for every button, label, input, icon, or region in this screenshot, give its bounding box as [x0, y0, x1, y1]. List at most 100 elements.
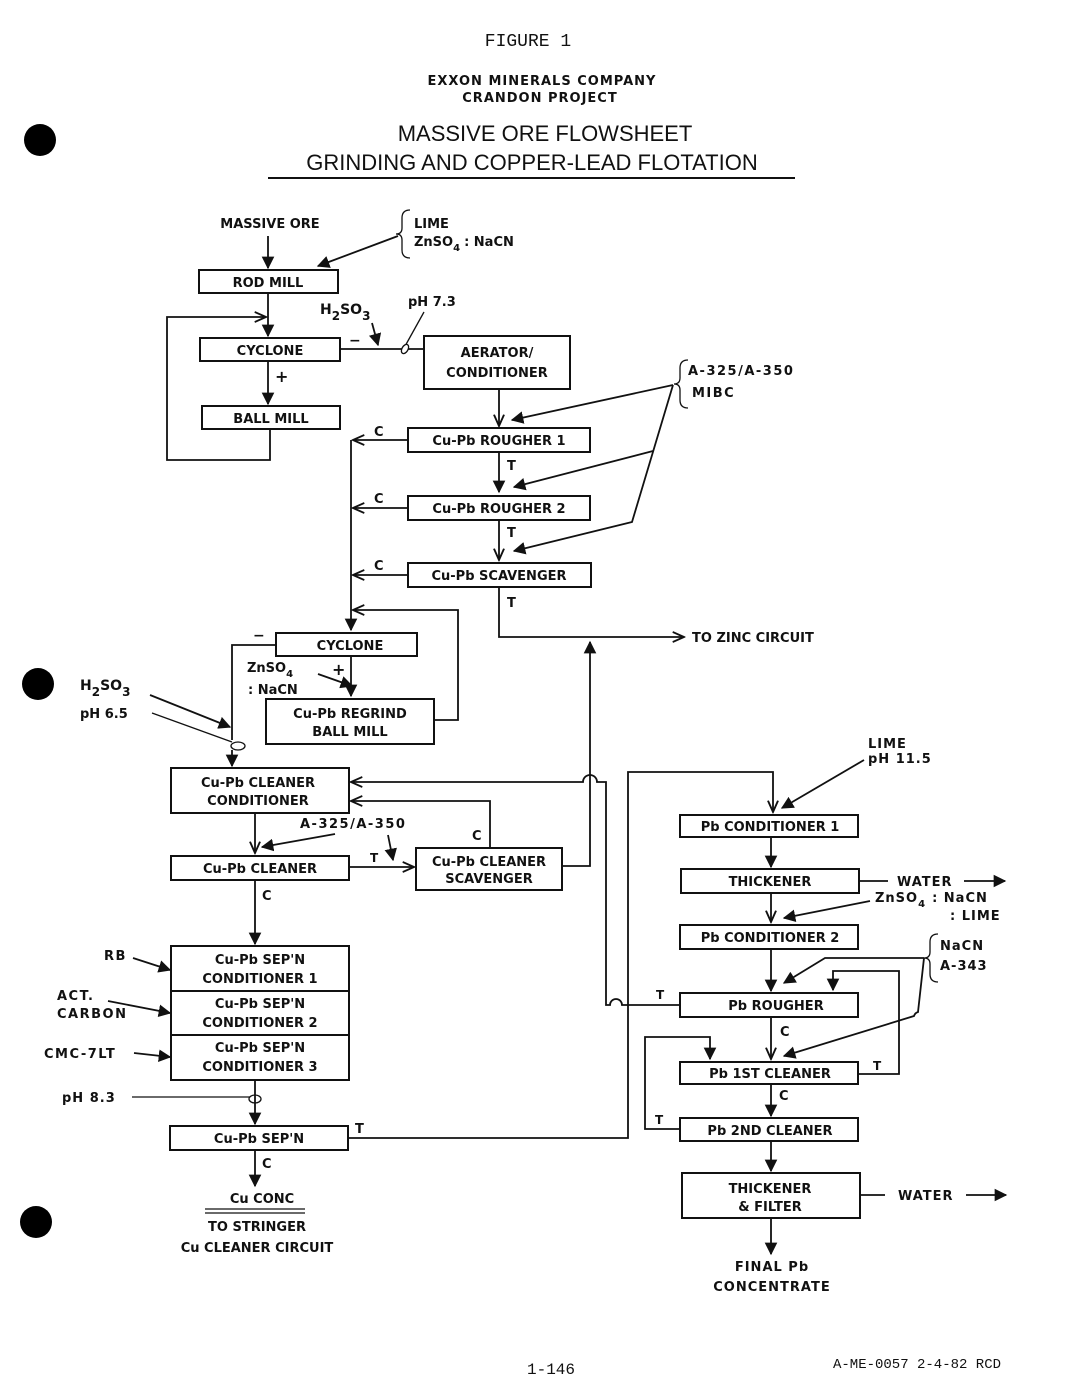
sep-conditioner-1-label-2: CONDITIONER 1	[202, 972, 317, 987]
lime-arrow-pb	[780, 759, 865, 809]
cyclone-1-label: CYCLONE	[237, 344, 304, 359]
regrind-box	[265, 698, 435, 745]
water-label-2: WATER	[898, 1189, 954, 1204]
cleaner-conc-label: C	[262, 889, 272, 904]
scavenger-tail-to-zinc	[498, 587, 684, 637]
cyclone-2-label: CYCLONE	[317, 639, 384, 654]
pb-conditioner-2-box	[679, 924, 859, 950]
reagent-arrow-rougher2	[512, 450, 654, 491]
pb-1st-cleaner-box	[679, 1061, 859, 1085]
water-label-1: WATER	[897, 875, 953, 890]
sep-box	[169, 1125, 349, 1151]
cyclone-2-underflow-sign: +	[332, 660, 345, 679]
pb-2nd-cleaner-tail-recycle	[644, 1036, 717, 1130]
ball-mill-box	[201, 405, 341, 430]
ph-6-5: pH 6.5	[80, 707, 128, 722]
reagent-carbon: CARBON	[57, 1007, 127, 1022]
scavenger-tail-label: T	[507, 596, 516, 611]
cyclone-2-overflow-sign: −	[253, 628, 265, 644]
binder-hole-top	[24, 124, 56, 156]
pb-rougher-tail-label: T	[656, 988, 665, 1002]
reagent-h2so3: H2SO3	[320, 302, 370, 323]
cleaner-conditioner-box	[170, 767, 350, 814]
reagent-cmc: CMC-7LT	[44, 1047, 116, 1062]
sep-conditioner-2-label-1: Cu-Pb SEP'N	[215, 997, 305, 1012]
reagent-act: ACT.	[57, 989, 94, 1004]
to-zinc-circuit: TO ZINC CIRCUIT	[692, 631, 814, 646]
reagent-arrow-rod-mill	[316, 235, 399, 268]
ph-7-3-leader	[403, 311, 425, 349]
sep-conditioner-1-label-1: Cu-Pb SEP'N	[215, 953, 305, 968]
reagent-nacn-4: NaCN	[940, 939, 984, 954]
cleaner-conditioner-label-1: Cu-Pb CLEANER	[201, 776, 315, 791]
ph-6-5-leader	[151, 712, 233, 743]
scavenger-conc-label: C	[374, 559, 384, 574]
reagent-arrow-pb-cleaner	[782, 957, 925, 1059]
reagent-a343: A-343	[940, 959, 988, 974]
page-number: 1-146	[527, 1361, 575, 1379]
pb-rougher-label: Pb ROUGHER	[728, 999, 823, 1014]
scavenger-label: Cu-Pb SCAVENGER	[431, 569, 566, 584]
reagent-mibc: MIBC	[692, 386, 735, 401]
diagram-subtitle: GRINDING AND COPPER-LEAD FLOTATION	[306, 150, 757, 175]
cleaner-scavenger-box	[415, 847, 563, 891]
pb-rougher-box	[679, 992, 859, 1018]
aerator-label-2: CONDITIONER	[446, 366, 548, 381]
project-name: CRANDON PROJECT	[462, 91, 617, 106]
rb-arrow	[132, 957, 172, 973]
reagent-lime-3: : LIME	[950, 909, 1001, 924]
reagent-rb: RB	[104, 949, 127, 964]
ph-probe-2	[230, 741, 246, 751]
thickener-filter-label-1: THICKENER	[729, 1182, 812, 1197]
reagent-a325-2: A-325/A-350	[300, 817, 406, 832]
reagent-a325-1: A-325/A-350	[688, 364, 794, 379]
ph-7-3: pH 7.3	[408, 295, 456, 310]
ph-probe-1	[400, 343, 410, 355]
reagent-h2so3-2: H2SO3	[80, 678, 130, 699]
scavenger-box	[407, 562, 592, 588]
cleaner-conditioner-label-2: CONDITIONER	[207, 794, 309, 809]
sep-conditioner-3-label-2: CONDITIONER 3	[202, 1060, 317, 1075]
company-name: EXXON MINERALS COMPANY	[428, 74, 657, 89]
binder-hole-bottom	[20, 1206, 52, 1238]
reagent-arrow-cleaner	[260, 833, 336, 852]
reagent-arrow-scavenger	[512, 384, 674, 555]
sep-conditioner-2-box	[170, 990, 350, 1036]
reagent-bracket-3	[923, 933, 939, 983]
pb-rougher-tail-recycle	[351, 774, 680, 1006]
cleaner-label: Cu-Pb CLEANER	[203, 862, 317, 877]
reagent-arrow-regrind	[317, 673, 354, 689]
pb-1st-cleaner-label: Pb 1ST CLEANER	[709, 1067, 831, 1082]
ph-11-5: pH 11.5	[868, 752, 932, 767]
figure-label: FIGURE 1	[485, 32, 571, 52]
cmc-arrow	[133, 1049, 172, 1063]
stringer-label-2: Cu CLEANER CIRCUIT	[181, 1241, 334, 1256]
thickener-filter-label-2: & FILTER	[738, 1200, 801, 1215]
cleaner-scavenger-label-2: SCAVENGER	[445, 872, 532, 887]
pb-1st-cleaner-tail-recycle	[826, 970, 900, 1075]
ball-mill-label: BALL MILL	[233, 412, 308, 427]
rougher-1-conc-label: C	[374, 425, 384, 440]
pb-rougher-conc-label: C	[780, 1025, 790, 1040]
pb-conditioner-2-label: Pb CONDITIONER 2	[701, 931, 840, 946]
cleaner-scav-conc-recycle	[351, 801, 491, 848]
thickener-label: THICKENER	[729, 875, 812, 890]
final-pb-label-1: FINAL Pb	[735, 1260, 809, 1275]
pb-conditioner-1-box	[679, 814, 859, 838]
cleaner-tail-label: T	[370, 851, 379, 865]
rougher-2-label: Cu-Pb ROUGHER 2	[432, 502, 565, 517]
reagent-arrow-pb-rougher	[782, 957, 924, 984]
cyclone-1-overflow-sign: −	[349, 333, 361, 349]
rougher-2-conc-label: C	[374, 492, 384, 507]
reagent-arrow-rougher1	[510, 384, 674, 424]
feed-label: MASSIVE ORE	[220, 217, 319, 232]
rougher-1-tail-label: T	[507, 459, 516, 474]
binder-hole-middle	[22, 668, 54, 700]
cu-conc-label: Cu CONC	[230, 1192, 294, 1207]
act-carbon-arrow	[107, 1000, 172, 1018]
h2so3-arrow	[368, 322, 382, 347]
stringer-label-1: TO STRINGER	[208, 1220, 306, 1235]
reagent-nacn-2: : NaCN	[248, 683, 298, 698]
reagent-bracket-1	[395, 209, 411, 259]
aerator-label-1: AERATOR/	[461, 346, 534, 361]
